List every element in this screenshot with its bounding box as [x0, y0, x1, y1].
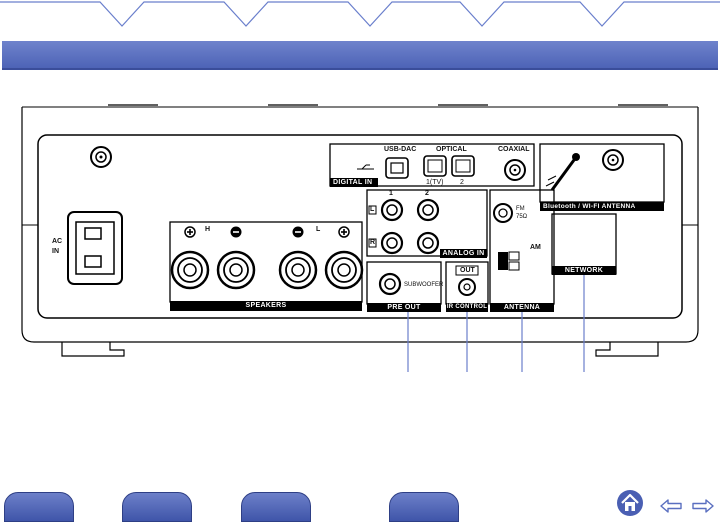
analog-2-label: 2: [425, 190, 429, 197]
back-arrow-icon: [660, 499, 682, 513]
tab-1[interactable]: [0, 0, 110, 26]
home-button[interactable]: [617, 490, 643, 516]
nav-button-1[interactable]: [4, 492, 74, 522]
digital-in-label: DIGITAL IN: [330, 178, 378, 187]
analog-in-label: ANALOG IN: [440, 249, 487, 258]
tab-3[interactable]: [246, 0, 368, 26]
top-tab-bar: [0, 0, 720, 30]
optical-label: OPTICAL: [436, 146, 467, 153]
tab-4[interactable]: [370, 0, 480, 26]
tab-5[interactable]: [482, 0, 600, 26]
forward-arrow-icon: [692, 499, 714, 513]
antenna-label: ANTENNA: [490, 303, 554, 312]
fm-label: FM 75Ω: [516, 206, 528, 220]
tab-6[interactable]: [602, 0, 720, 26]
analog-1-label: 1: [389, 190, 393, 197]
forward-button[interactable]: [690, 495, 716, 517]
rear-panel-drawing: [21, 104, 699, 372]
subwoofer-label: SUBWOOFER: [404, 282, 444, 288]
back-button[interactable]: [658, 495, 684, 517]
speakers-label: SPEAKERS: [170, 301, 362, 310]
top-tabs-outline: [0, 1, 720, 27]
nav-button-3[interactable]: [241, 492, 311, 522]
analog-l-label: L: [370, 206, 375, 213]
ac-in-label: AC IN: [52, 238, 63, 255]
out-label: OUT: [460, 267, 475, 274]
coaxial-label: COAXIAL: [498, 146, 530, 153]
network-label: NETWORK: [552, 266, 616, 275]
section-banner: [2, 41, 718, 70]
pre-out-label: PRE OUT: [367, 303, 441, 312]
ir-control-label: IR CONTROL: [446, 303, 488, 312]
nav-button-4[interactable]: [389, 492, 459, 522]
optical-2-label: 2: [460, 179, 464, 186]
am-label: AM: [530, 244, 541, 251]
bt-wifi-antenna-label: Bluetooth / WI-FI ANTENNA: [540, 202, 664, 211]
usb-dac-label: USB-DAC: [384, 146, 417, 153]
analog-r-label: R: [370, 239, 376, 246]
tab-2[interactable]: [122, 0, 244, 26]
optical-1-label: 1(TV): [426, 179, 444, 186]
rear-panel-illustration: AC IN H L SPEAKERS USB-DAC OPTICAL COAXI…: [0, 100, 720, 390]
nav-button-2[interactable]: [122, 492, 192, 522]
home-icon: [621, 493, 639, 511]
speaker-l-label: L: [316, 226, 321, 233]
speaker-h-label: H: [205, 226, 211, 233]
